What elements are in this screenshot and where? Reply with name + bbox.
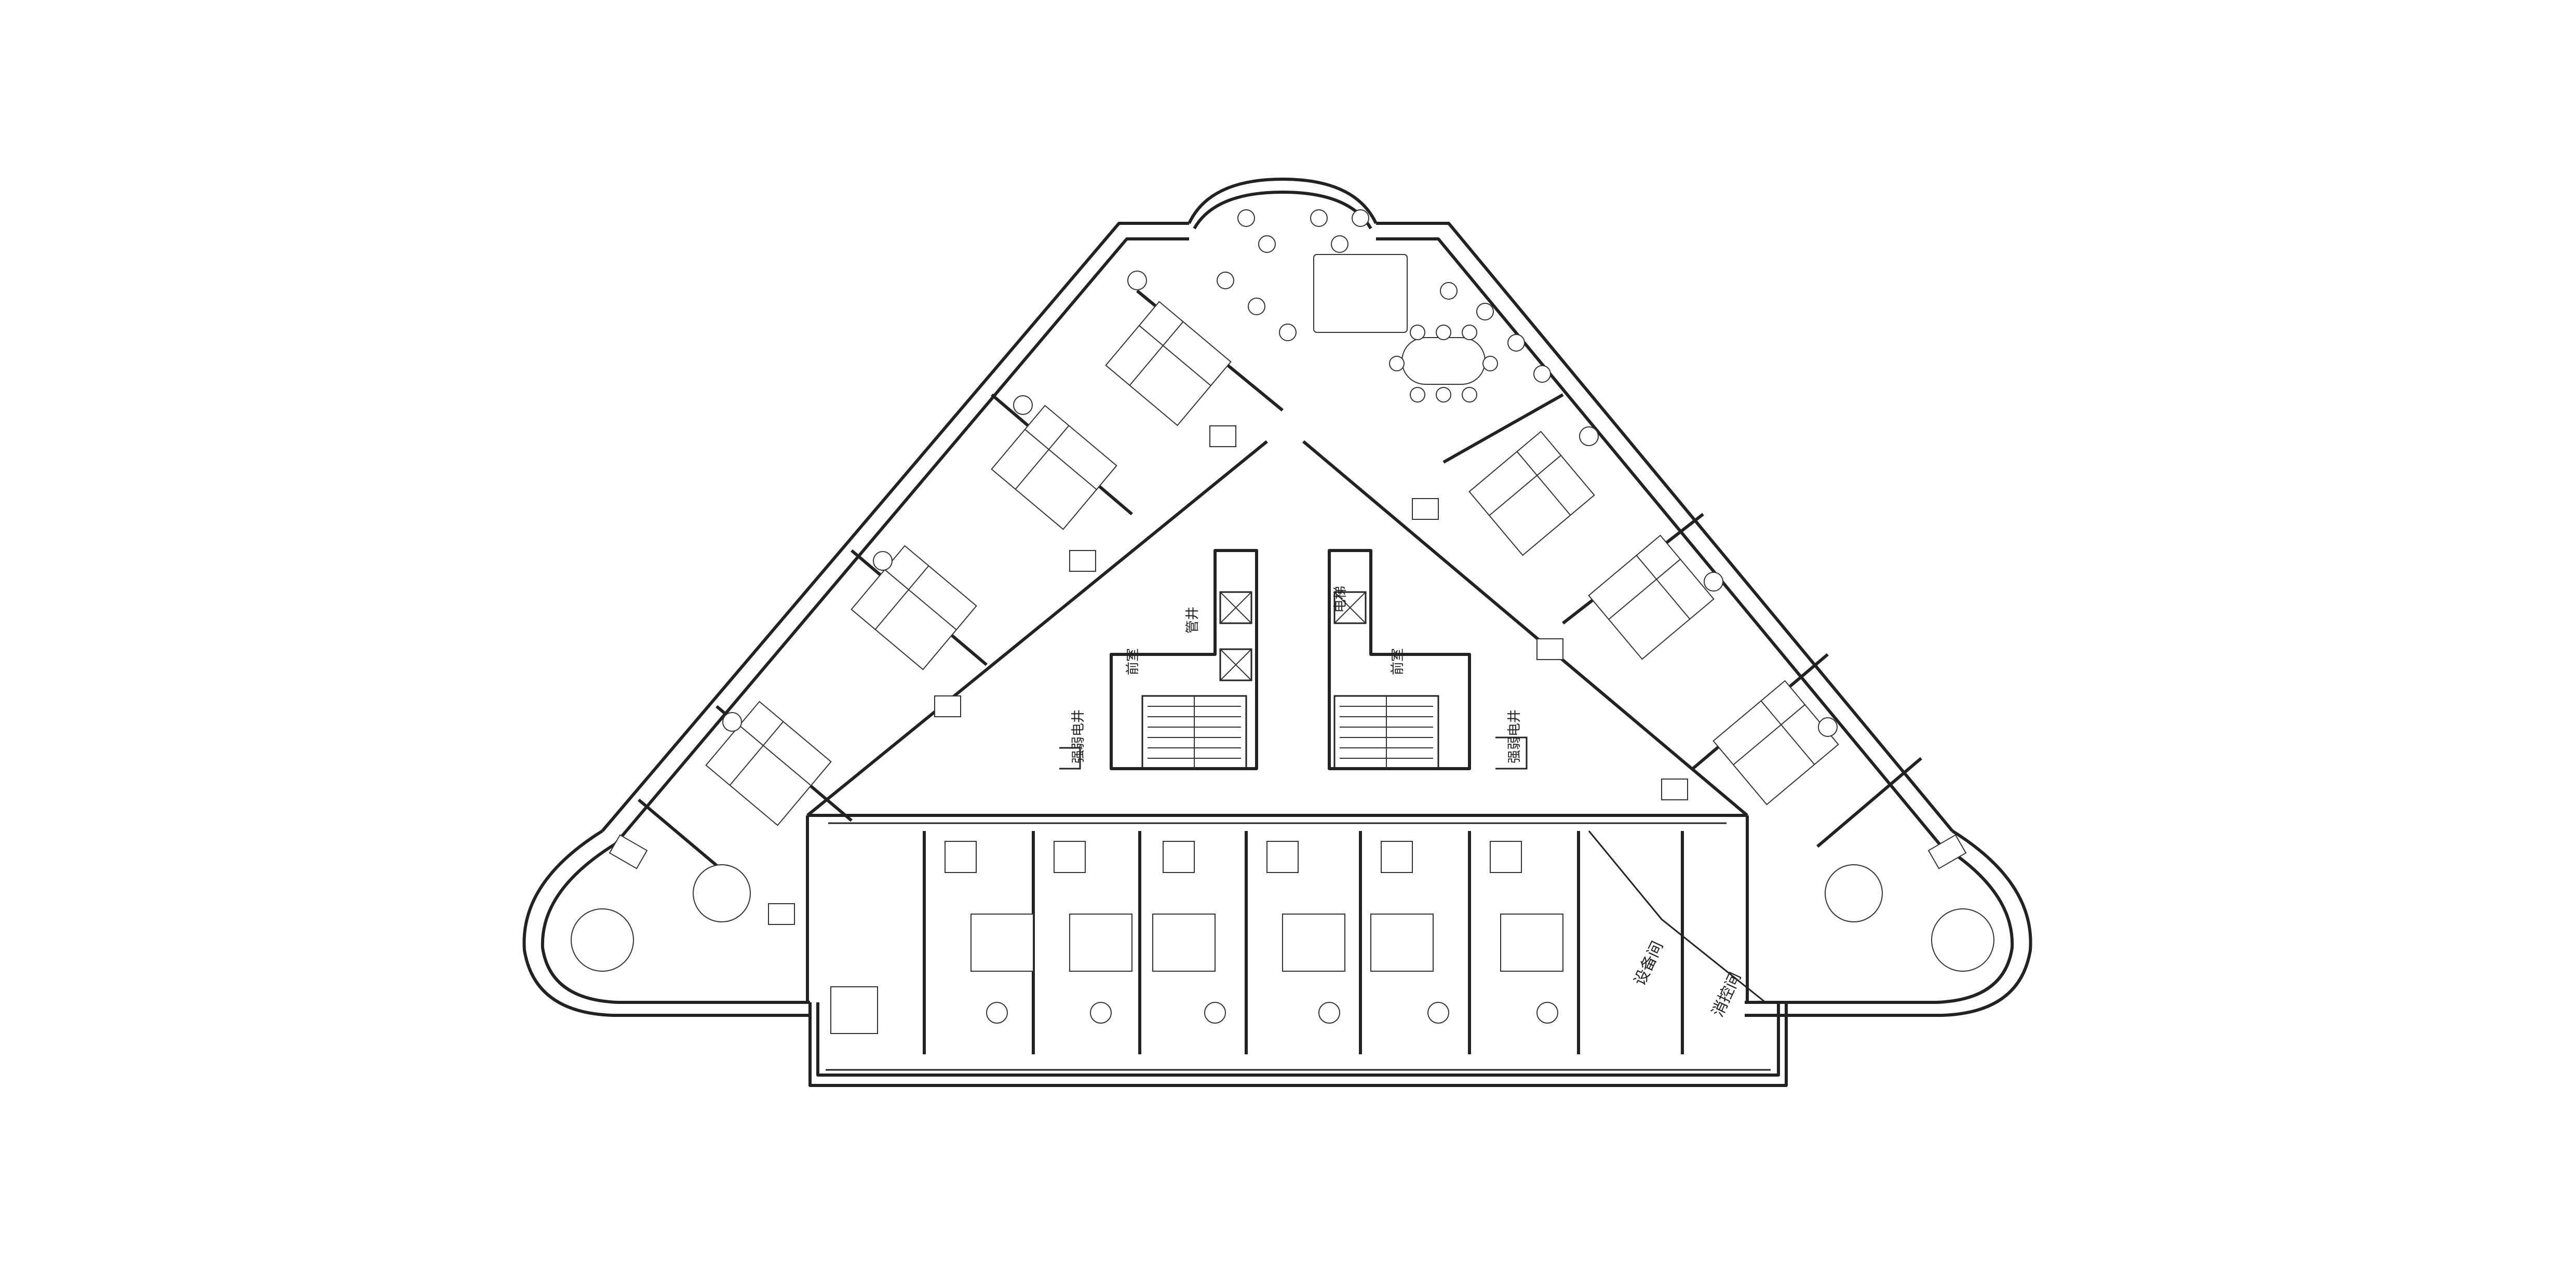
label-fire-room: 消控间 xyxy=(1709,970,1745,1019)
label-shaft-left: 强弱电井 xyxy=(1071,709,1086,763)
label-shaft-right: 强弱电井 xyxy=(1507,709,1522,763)
label-elevator: 电梯 xyxy=(1333,586,1348,613)
label-front-room-left: 前室 xyxy=(1125,648,1141,675)
right-guest-rooms xyxy=(1412,393,1994,972)
bottom-guest-rooms xyxy=(830,830,1766,1054)
outer-wall xyxy=(522,178,2032,1087)
core-right xyxy=(1328,549,1528,770)
top-lounge xyxy=(1217,209,1551,403)
label-pipe-well: 管井 xyxy=(1185,607,1201,634)
corridor-walls xyxy=(806,440,1749,1002)
core-left xyxy=(1059,549,1258,770)
left-guest-rooms xyxy=(571,271,1284,972)
label-front-room-right: 前室 xyxy=(1390,648,1406,675)
label-equipment-room: 设备间 xyxy=(1631,938,1667,988)
